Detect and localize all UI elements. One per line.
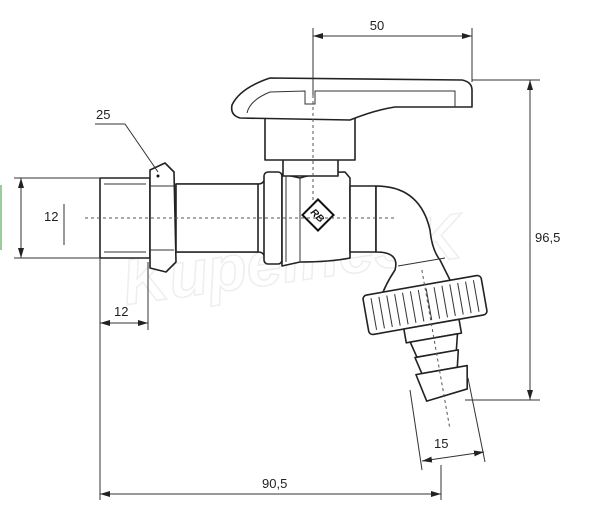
- dimension-hose-diameter: 15: [409, 377, 486, 471]
- handle-stem: [264, 117, 356, 177]
- handle-lever: [230, 77, 473, 121]
- dimension-total-length: 90,5: [100, 465, 442, 500]
- brand-logo: RB: [301, 198, 335, 232]
- dimension-total-height: 96,5: [465, 79, 560, 401]
- thread-connector: [99, 177, 151, 259]
- dimension-handle-length: 50: [312, 18, 473, 95]
- svg-text:90,5: 90,5: [262, 476, 287, 491]
- svg-text:12: 12: [44, 209, 58, 224]
- hose-connector: [362, 269, 488, 428]
- svg-text:12: 12: [114, 304, 128, 319]
- spout-elbow: [349, 185, 456, 301]
- dimension-hex-size: 25: [95, 107, 159, 173]
- svg-text:96,5: 96,5: [535, 230, 560, 245]
- dimension-thread-diameter: 12: [14, 177, 100, 259]
- svg-text:50: 50: [370, 18, 384, 33]
- svg-text:15: 15: [434, 436, 448, 451]
- svg-text:25: 25: [96, 107, 110, 122]
- dimension-thread-length: 12: [99, 258, 149, 500]
